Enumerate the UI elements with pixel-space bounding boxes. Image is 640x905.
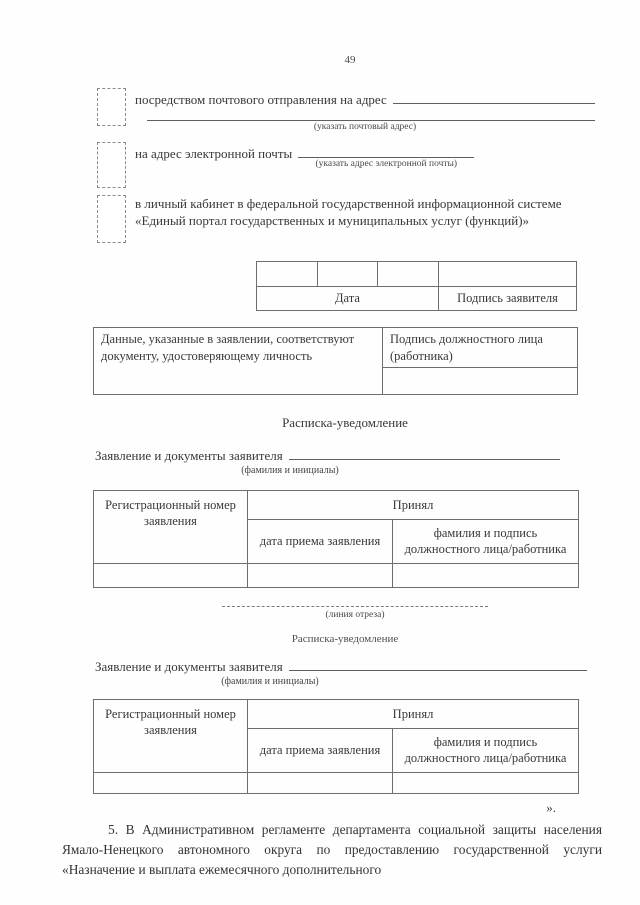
email-option-row: на адрес электронной почты (указать адре…: [97, 142, 595, 189]
date-year-cell[interactable]: [377, 261, 439, 288]
portal-option-body: в личный кабинет в федеральной государст…: [135, 195, 595, 229]
email-caption: (указать адрес электронной почты): [315, 159, 458, 170]
reg-number-header-2: Регистрационный номер заявления: [93, 698, 248, 773]
applicant-docs-caption-1: (фамилия и инициалы): [241, 464, 339, 476]
reg-number-blank-cell-1[interactable]: [93, 562, 248, 588]
receipt-title-1: Расписка-уведомление: [282, 414, 408, 430]
email-checkbox[interactable]: [97, 142, 126, 189]
postal-option-label: посредством почтового отправления на адр…: [135, 92, 387, 107]
reg-number-blank-cell-2[interactable]: [93, 771, 248, 794]
postal-address-caption: (указать почтовый адрес): [313, 122, 417, 132]
reg-number-header-1: Регистрационный номер заявления: [93, 489, 248, 564]
official-sign-header-2: фамилия и подпись должностного лица/рабо…: [392, 727, 579, 773]
closing-quote-mark: ».: [546, 799, 556, 815]
accepted-header-1: Принял: [247, 489, 579, 520]
applicant-docs-line-2: Заявление и документы заявителя: [95, 656, 595, 675]
applicant-name-blank-line-1[interactable]: [288, 445, 560, 460]
official-sign-header-1: фамилия и подпись должностного лица/рабо…: [392, 518, 579, 564]
portal-checkbox[interactable]: [97, 195, 126, 244]
verification-statement: Данные, указанные в заявлении, соответст…: [93, 327, 383, 395]
applicant-docs-caption-2: (фамилия и инициалы): [221, 675, 319, 687]
cut-line-caption: (линия отреза): [325, 609, 385, 620]
applicant-name-blank-line-2[interactable]: [288, 656, 587, 671]
portal-option-label-line1: в личный кабинет в федеральной государст…: [135, 196, 562, 212]
registration-table-2: Регистрационный номер заявления Принял д…: [93, 698, 579, 794]
date-received-blank-cell-2[interactable]: [247, 771, 393, 794]
cut-line: [222, 605, 488, 607]
postal-option-body: посредством почтового отправления на адр…: [135, 88, 595, 133]
postal-address-blank-line-2[interactable]: [147, 108, 595, 121]
official-signature-label: Подпись должностного лица (работника): [382, 327, 578, 368]
postal-checkbox[interactable]: [97, 88, 126, 126]
applicant-docs-label-1: Заявление и документы заявителя: [95, 447, 283, 463]
portal-option-row: в личный кабинет в федеральной государст…: [97, 195, 595, 244]
date-received-blank-cell-1[interactable]: [247, 562, 393, 588]
date-received-header-1: дата приема заявления: [247, 518, 393, 564]
verification-table: Данные, указанные в заявлении, соответст…: [93, 327, 578, 395]
accepted-header-2: Принял: [247, 698, 579, 729]
date-month-cell[interactable]: [317, 261, 378, 288]
registration-table-1: Регистрационный номер заявления Принял д…: [93, 489, 579, 588]
official-sign-blank-cell-2[interactable]: [392, 771, 579, 794]
page-number: 49: [344, 54, 356, 66]
email-option-label: на адрес электронной почты: [135, 146, 293, 162]
date-label: Дата: [256, 286, 439, 312]
date-received-header-2: дата приема заявления: [247, 727, 393, 773]
applicant-docs-line-1: Заявление и документы заявителя: [95, 445, 595, 464]
date-signature-table: Дата Подпись заявителя: [256, 261, 577, 312]
applicant-signature-label: Подпись заявителя: [438, 286, 577, 312]
email-field-stack: (указать адрес электронной почты): [298, 143, 475, 170]
delivery-options: посредством почтового отправления на адр…: [97, 88, 595, 244]
official-signature-blank-cell[interactable]: [382, 366, 578, 395]
date-day-cell[interactable]: [256, 261, 318, 288]
postal-address-blank-line-1[interactable]: [392, 89, 595, 104]
applicant-docs-label-2: Заявление и документы заявителя: [95, 658, 283, 674]
portal-option-label-line2: «Единый портал государственных и муницип…: [135, 212, 530, 228]
email-blank-line[interactable]: [298, 143, 475, 159]
applicant-signature-blank-cell[interactable]: [438, 261, 577, 288]
postal-option-row: посредством почтового отправления на адр…: [97, 88, 595, 133]
email-option-body: на адрес электронной почты (указать адре…: [135, 142, 595, 170]
paragraph-5: 5. В Административном регламенте департа…: [62, 821, 602, 878]
official-sign-blank-cell-1[interactable]: [392, 562, 579, 588]
receipt-title-2: Расписка-уведомление: [291, 632, 399, 645]
